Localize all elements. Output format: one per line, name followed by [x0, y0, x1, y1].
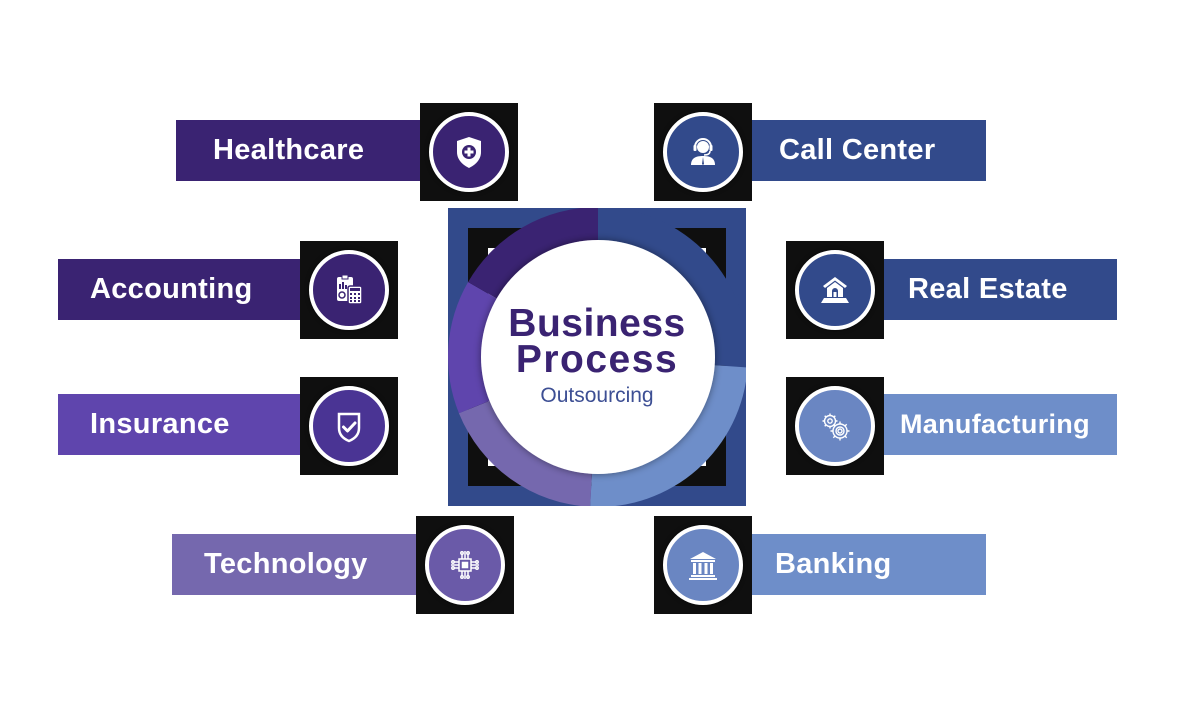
item-label: Accounting: [90, 273, 253, 305]
item-label: Healthcare: [213, 134, 365, 166]
calculator-chart-icon: [309, 250, 389, 330]
manufacturing-icon-frame: [786, 377, 884, 475]
headset-agent-icon: [663, 112, 743, 192]
accounting-icon-frame: [300, 241, 398, 339]
central-hub: [448, 208, 746, 506]
healthcare-icon-frame: [420, 103, 518, 201]
insurance-icon-frame: [300, 377, 398, 475]
item-label: Banking: [775, 548, 892, 580]
segmented-ring: [448, 208, 746, 506]
item-call-center: Call Center: [725, 120, 986, 181]
item-label: Technology: [204, 548, 368, 580]
item-label: Call Center: [779, 134, 936, 166]
item-label: Insurance: [90, 408, 230, 440]
item-real-estate: Real Estate: [858, 259, 1117, 320]
gears-icon: [795, 386, 875, 466]
item-healthcare: Healthcare: [176, 120, 446, 181]
house-icon: [795, 250, 875, 330]
item-technology: Technology: [172, 534, 442, 595]
shield-plus-icon: [429, 112, 509, 192]
bank-icon: [663, 525, 743, 605]
banking-icon-frame: [654, 516, 752, 614]
technology-icon-frame: [416, 516, 514, 614]
item-accounting: Accounting: [58, 259, 328, 320]
item-manufacturing: Manufacturing: [858, 394, 1117, 455]
item-label: Real Estate: [908, 273, 1068, 305]
real-estate-icon-frame: [786, 241, 884, 339]
shield-check-icon: [309, 386, 389, 466]
item-insurance: Insurance: [58, 394, 328, 455]
call-center-icon-frame: [654, 103, 752, 201]
circuit-chip-icon: [425, 525, 505, 605]
item-banking: Banking: [725, 534, 986, 595]
item-label: Manufacturing: [900, 409, 1090, 439]
